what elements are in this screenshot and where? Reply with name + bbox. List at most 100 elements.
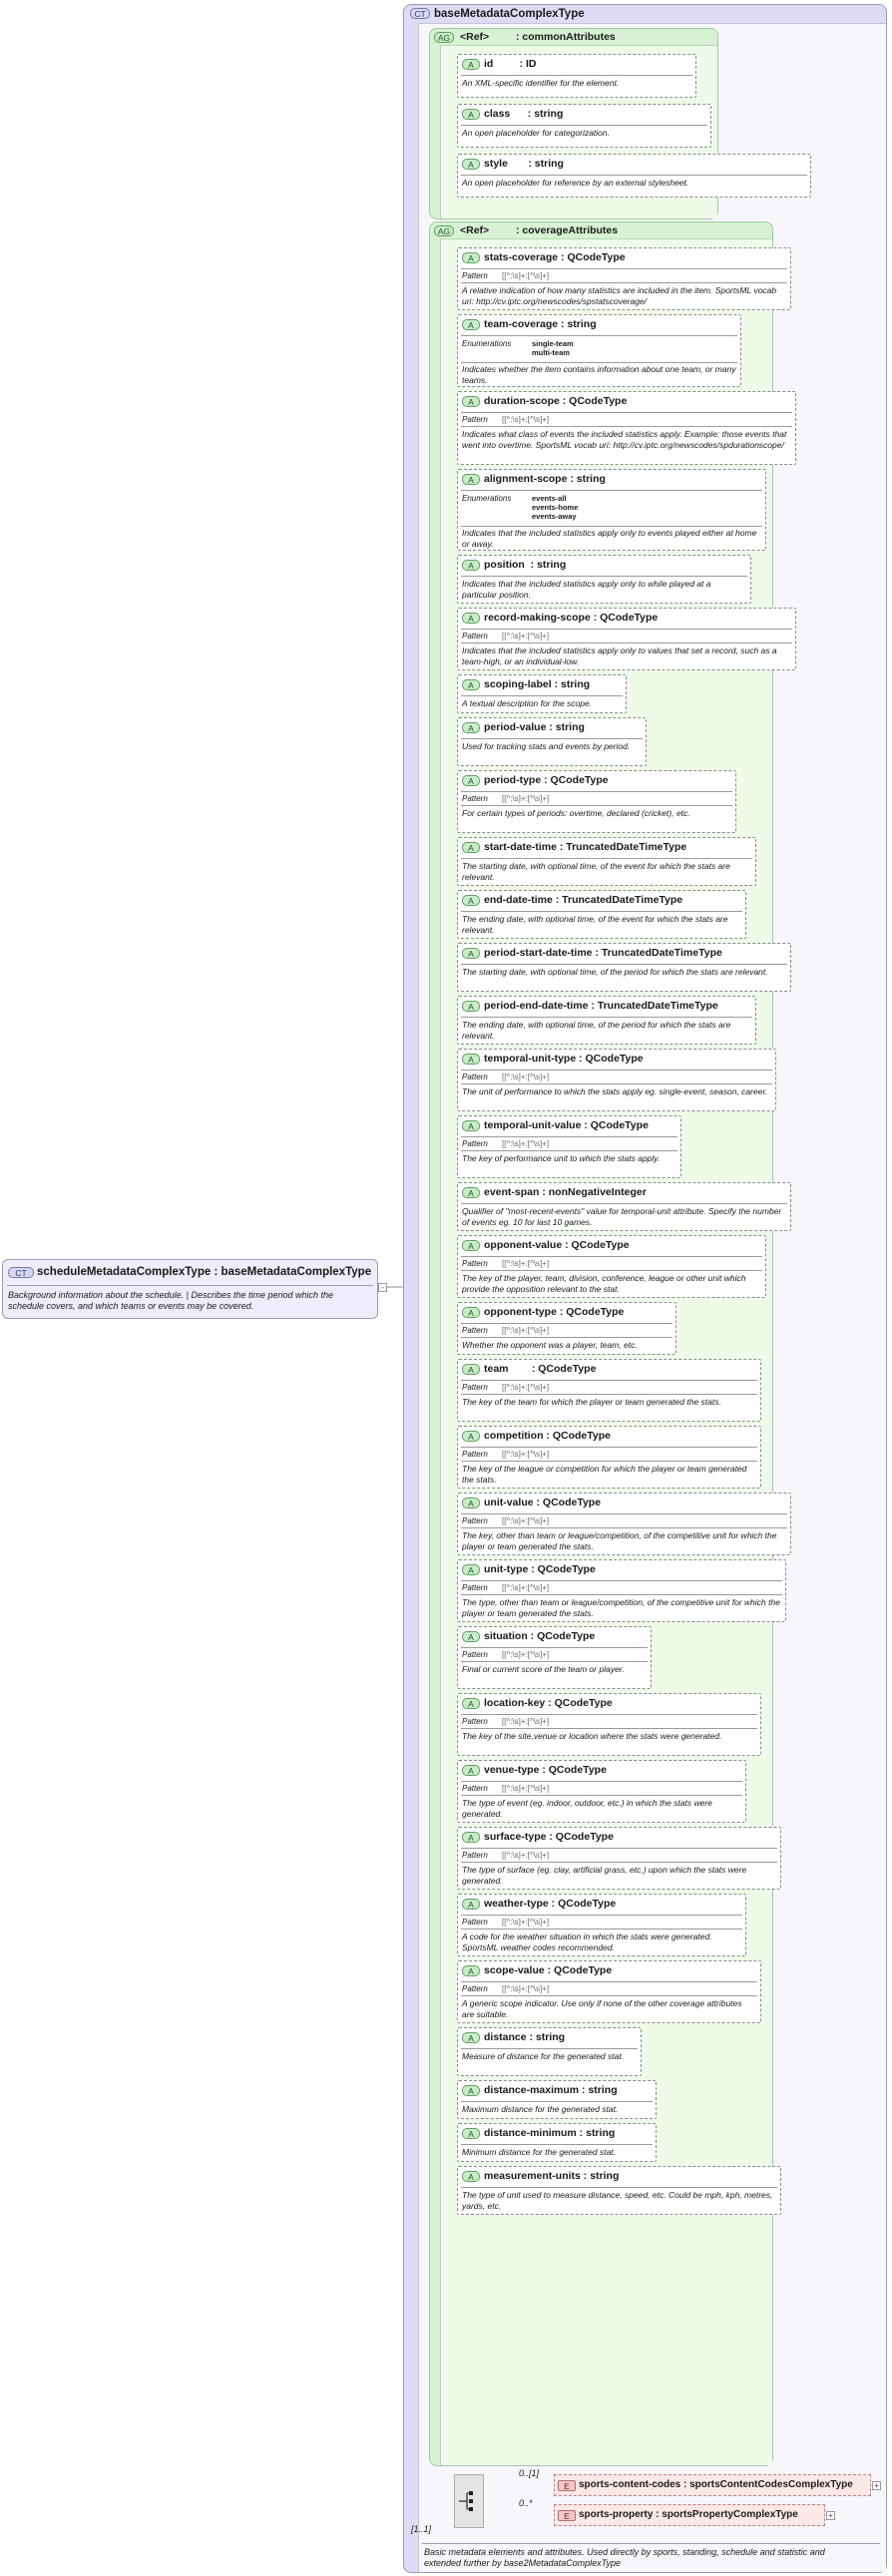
attribute-name: event-span : nonNegativeInteger	[484, 1186, 647, 1198]
pattern-value: [[^:\s]+:[^\s]+]	[502, 1583, 550, 1592]
element-expand-toggle[interactable]: +	[872, 2481, 881, 2490]
attribute-badge: A	[462, 2032, 480, 2043]
element-badge: E	[558, 2480, 576, 2491]
attribute-documentation: The type, other than team or league/comp…	[462, 1597, 780, 1618]
attribute-badge: A	[462, 1631, 480, 1642]
attribute-group-title: <Ref>: coverageAttributes	[460, 224, 618, 236]
attribute-divider	[461, 1070, 772, 1071]
pattern-value: [[^:\s]+:[^\s]+]	[502, 1516, 550, 1525]
pattern-value: [[^:\s]+:[^\s]+]	[502, 1784, 550, 1793]
sequence-compositor[interactable]	[454, 2474, 484, 2528]
root-expand-toggle[interactable]: -	[378, 1283, 387, 1292]
attribute-name: unit-value : QCodeType	[484, 1497, 602, 1508]
attribute-divider	[461, 1203, 787, 1204]
enumeration-value: events-away	[532, 512, 577, 521]
pattern-value: [[^:\s]+:[^\s]+]	[502, 1851, 550, 1860]
attribute-documentation: The ending date, with optional time, of …	[462, 1020, 731, 1041]
enumeration-value: events-all	[532, 494, 567, 503]
attribute-name: situation : QCodeType	[484, 1630, 596, 1642]
attribute-badge: A	[462, 842, 480, 853]
attribute-name: period-type : QCodeType	[484, 774, 609, 786]
enumeration-value: single-team	[532, 339, 574, 348]
attribute-documentation: The type of surface (eg. clay, artificia…	[462, 1865, 747, 1886]
attribute-badge: A	[462, 396, 480, 407]
attribute-divider	[461, 335, 737, 336]
pattern-value: [[^:\s]+:[^\s]+]	[502, 1450, 550, 1459]
pattern-value: [[^:\s]+:[^\s]+]	[502, 1073, 550, 1081]
attribute-divider	[461, 1728, 757, 1729]
attribute-name: distance-maximum : string	[484, 2084, 618, 2096]
attribute-documentation: The starting date, with optional time, o…	[462, 967, 768, 977]
attribute-pattern: Pattern[[^:\s]+:[^\s]+]	[462, 1073, 549, 1081]
attribute-name: duration-scope : QCodeType	[484, 395, 628, 407]
attribute-divider	[461, 1848, 777, 1849]
pattern-label: Pattern	[462, 1326, 488, 1335]
attribute-badge: A	[462, 1832, 480, 1843]
attribute-divider	[461, 791, 732, 792]
attribute-documentation: Indicates that the included statistics a…	[462, 579, 711, 600]
pattern-value: [[^:\s]+:[^\s]+]	[502, 1984, 550, 1993]
attribute-name: opponent-value : QCodeType	[484, 1239, 630, 1251]
attribute-documentation: A relative indication of how many statis…	[462, 285, 777, 306]
attribute-divider	[461, 1136, 677, 1137]
attribute-divider	[461, 1337, 672, 1338]
attribute-documentation: Final or current score of the team or pl…	[462, 1664, 625, 1674]
attribute-divider	[461, 1981, 757, 1982]
attribute-badge: A	[462, 1698, 480, 1709]
element-name: sports-property : sportsPropertyComplexT…	[579, 2509, 798, 2520]
attribute-divider	[461, 1256, 762, 1257]
attribute-divider	[461, 576, 747, 577]
pattern-value: [[^:\s]+:[^\s]+]	[502, 1259, 550, 1268]
schedule-metadata-complex-type[interactable]: CT scheduleMetadataComplexType : baseMet…	[2, 1259, 378, 1319]
attribute-name: team : QCodeType	[484, 1363, 597, 1375]
attribute-name: scope-value : QCodeType	[484, 1964, 613, 1976]
attribute-name: period-value : string	[484, 721, 585, 733]
attribute-divider	[461, 2048, 638, 2049]
attribute-documentation: Indicates that the included statistics a…	[462, 528, 757, 549]
attribute-name: temporal-unit-value : QCodeType	[484, 1119, 649, 1131]
element-expand-toggle[interactable]: +	[826, 2511, 835, 2520]
attribute-documentation: An open placeholder for categorization.	[462, 128, 610, 138]
pattern-label: Pattern	[462, 415, 488, 424]
base-type-title: baseMetadataComplexType	[434, 8, 585, 20]
pattern-value: [[^:\s]+:[^\s]+]	[502, 1650, 550, 1659]
